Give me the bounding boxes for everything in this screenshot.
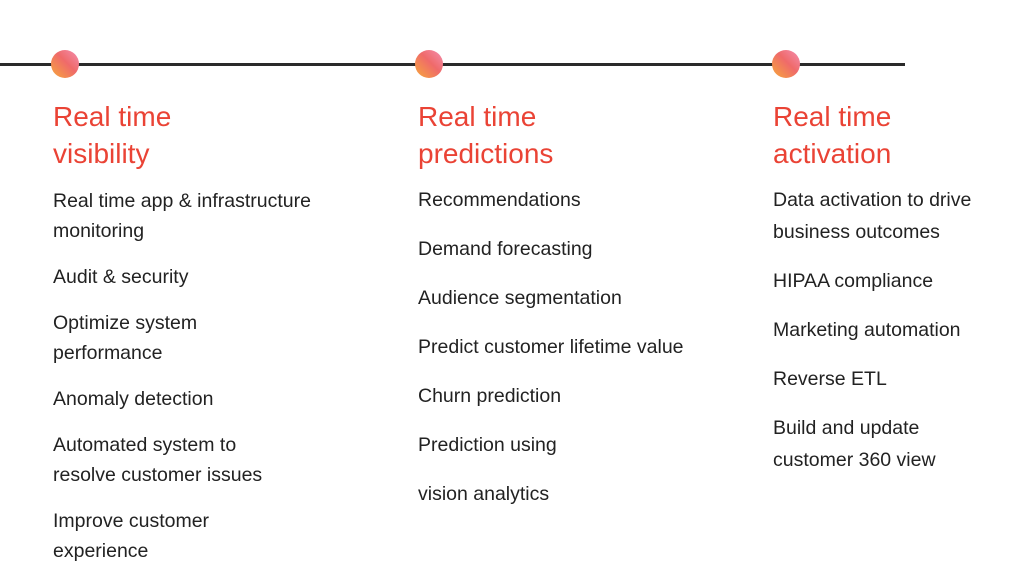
list-item: Churn prediction xyxy=(418,385,562,407)
timeline-dot-1 xyxy=(51,50,79,78)
column-title: Real time visibility xyxy=(53,98,323,172)
list-item: Anomaly detection xyxy=(53,388,214,410)
list-item: Demand forecasting xyxy=(418,238,593,260)
column-visibility: Real time visibility Real time app & inf… xyxy=(53,98,323,582)
list-item: Prediction using xyxy=(418,434,557,456)
timeline-dot-2 xyxy=(415,50,443,78)
list-item: Real time app & infrastructure monitorin… xyxy=(53,190,311,242)
list-item: Predict customer lifetime value xyxy=(418,336,684,358)
list-item: Data activation to drive business outcom… xyxy=(773,189,972,243)
list-item: Improve customer experience xyxy=(53,510,210,562)
list-item: Optimize system performance xyxy=(53,312,198,364)
timeline-line xyxy=(0,63,905,66)
column-activation: Real time activation Data activation to … xyxy=(773,98,1024,493)
title-line: Real time xyxy=(418,101,537,132)
title-line: predictions xyxy=(418,138,554,169)
title-line: visibility xyxy=(53,138,150,169)
list-item: Marketing automation xyxy=(773,319,961,341)
list-item: Audience segmentation xyxy=(418,287,622,309)
column-title: Real time predictions xyxy=(418,98,718,172)
list-item: HIPAA compliance xyxy=(773,270,934,292)
list-item: Audit & security xyxy=(53,266,189,288)
list-item: Recommendations xyxy=(418,189,581,211)
list-item: vision analytics xyxy=(418,483,550,505)
list-item: Build and update customer 360 view xyxy=(773,417,936,471)
title-line: Real time xyxy=(53,101,172,132)
title-line: Real time xyxy=(773,101,892,132)
list-item: Automated system to resolve customer iss… xyxy=(53,434,263,486)
column-predictions: Real time predictions Recommendations De… xyxy=(418,98,718,527)
column-title: Real time activation xyxy=(773,98,1024,172)
title-line: activation xyxy=(773,138,892,169)
timeline-dot-3 xyxy=(772,50,800,78)
list-item: Reverse ETL xyxy=(773,368,887,390)
